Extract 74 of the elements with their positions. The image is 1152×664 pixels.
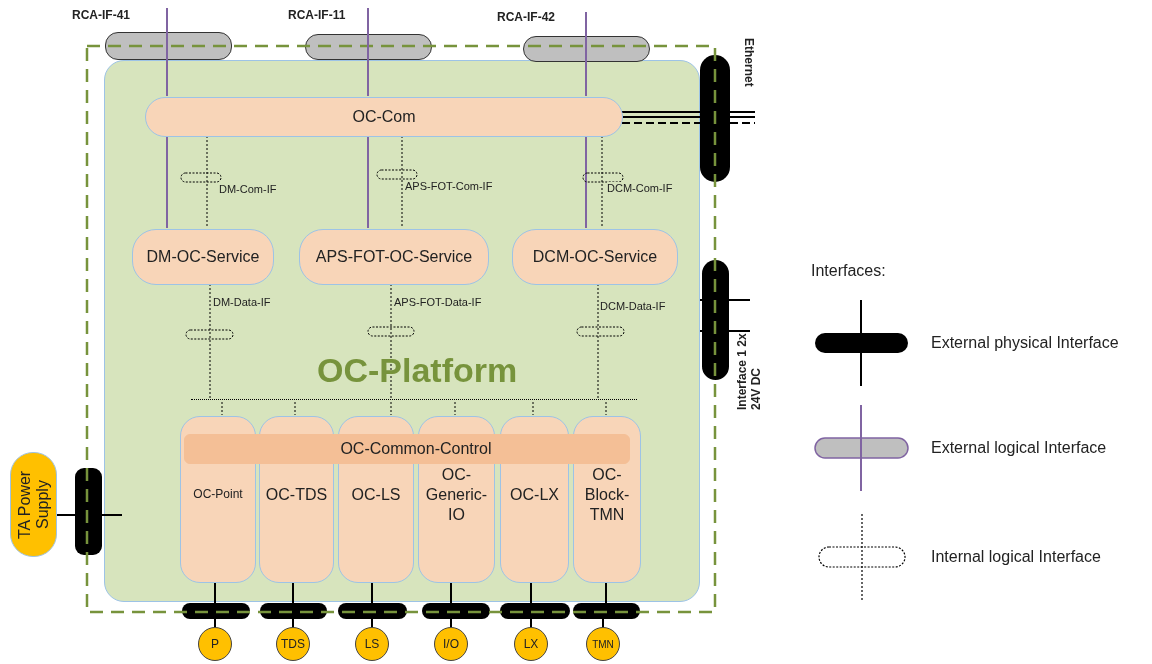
edge-label: DCM-Data-IF — [600, 300, 666, 313]
module-label: OC-Point — [193, 487, 243, 502]
port-label: P — [211, 637, 219, 651]
port-circle — [514, 627, 548, 661]
box-label: OC-Com — [352, 108, 416, 126]
connector-line — [367, 135, 369, 229]
box-label: OC-Common-Control — [340, 440, 492, 458]
connector-line — [530, 618, 532, 628]
connector-line — [450, 618, 452, 628]
port-circle — [198, 627, 232, 661]
physical-interface-bar — [75, 468, 102, 555]
dotted-connector — [621, 122, 756, 124]
module-label: OC-Block-TMN — [583, 464, 631, 525]
connector-line — [214, 618, 216, 628]
port-circle — [586, 627, 620, 661]
legend-label: Internal logical Interface — [931, 548, 1101, 566]
interface-name: Interface 1 2x 24V DC — [736, 332, 764, 410]
connector-line — [367, 59, 369, 97]
module-label: OC-LX — [510, 484, 559, 505]
port-label: LX — [523, 637, 539, 651]
connector-line — [166, 135, 168, 229]
connector-line — [56, 514, 76, 516]
module-label: OC-LS — [351, 484, 401, 505]
edge-label: APS-FOT-Data-IF — [394, 296, 482, 309]
interface-name: Ethernet — [742, 38, 756, 87]
edge-label: DM-Data-IF — [213, 296, 271, 309]
port-label: I/O — [443, 637, 459, 651]
service-box — [512, 229, 678, 285]
power-supply-box — [10, 452, 57, 557]
edge-label: APS-FOT-Com-IF — [405, 180, 493, 193]
port-label: TMN — [592, 638, 614, 650]
box-label: DCM-OC-Service — [532, 248, 658, 266]
port-label: LS — [364, 637, 380, 651]
box-label: APS-FOT-OC-Service — [315, 248, 473, 266]
dotted-connector — [390, 401, 392, 416]
physical-interface-bar — [338, 603, 407, 619]
power-supply-label: TA Power Supply — [15, 469, 52, 541]
service-box — [299, 229, 489, 285]
dotted-connector — [532, 401, 534, 416]
legend-heading: Interfaces: — [811, 262, 886, 280]
port-circle — [434, 627, 468, 661]
edge-label: DCM-Com-IF — [607, 182, 673, 195]
physical-interface-bar — [422, 603, 490, 619]
dotted-connector — [294, 401, 296, 416]
interface-name: RCA-IF-11 — [288, 8, 346, 22]
physical-interface-bar — [573, 603, 640, 619]
dotted-connector — [221, 401, 223, 416]
control-bar — [184, 434, 630, 464]
dotted-connector — [454, 401, 456, 416]
connector-line — [371, 618, 373, 628]
connector-line — [585, 61, 587, 97]
interface-name: RCA-IF-42 — [497, 10, 555, 24]
physical-interface-bar — [260, 603, 327, 619]
dotted-bus-line — [191, 399, 637, 400]
connector-line — [585, 135, 587, 229]
connector-line — [602, 618, 604, 628]
legend-label: External physical Interface — [931, 334, 1119, 352]
communication-bar — [145, 97, 623, 137]
physical-interface-bar — [500, 603, 570, 619]
connector-line — [166, 59, 168, 97]
module-label: OC-Generic-IO — [424, 464, 489, 525]
platform-title: OC-Platform — [317, 351, 518, 390]
module-label: OC-TDS — [265, 484, 328, 505]
box-label: DM-OC-Service — [146, 248, 260, 266]
dotted-connector — [605, 401, 607, 416]
port-circle — [355, 627, 389, 661]
legend-label: External logical Interface — [931, 439, 1107, 457]
port-circle — [276, 627, 310, 661]
physical-interface-bar — [182, 603, 250, 619]
interface-name: RCA-IF-41 — [72, 8, 130, 22]
connector-line — [292, 618, 294, 628]
port-label: TDS — [281, 637, 305, 651]
service-box — [132, 229, 274, 285]
edge-label: DM-Com-IF — [219, 183, 277, 196]
